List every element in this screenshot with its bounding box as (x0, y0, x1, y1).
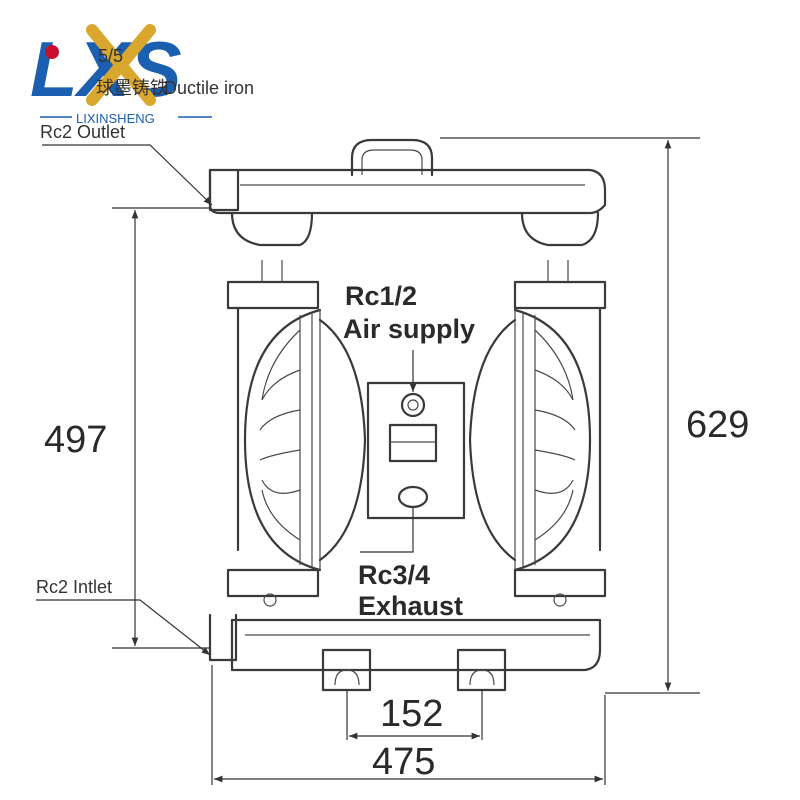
callout-leaders (36, 144, 417, 656)
air-supply-size-label: Rc1/2 (345, 281, 417, 311)
material-en: Ductile iron (164, 78, 254, 98)
outlet-leader (42, 144, 213, 206)
outlet-manifold (208, 168, 607, 215)
height-ports-value: 497 (44, 419, 107, 461)
lifting-handle (350, 138, 434, 177)
exhaust-port (397, 485, 429, 509)
inlet-port (208, 613, 238, 662)
left-diaphragm-chamber (243, 308, 322, 572)
width-total-value: 475 (372, 741, 435, 783)
valve-label-plate (388, 423, 438, 463)
outlet-label: Rc2 Outlet (40, 122, 125, 142)
right-lower-flange (513, 568, 607, 598)
height-total-value: 629 (686, 404, 749, 446)
brand-logo: LXS 5/5 球墨铸铁 Ductile iron LIXINSHENG (30, 24, 254, 126)
right-upper-flange (513, 280, 607, 310)
air-valve-block (366, 381, 466, 520)
pump-body (208, 138, 607, 692)
inlet-label: Rc2 Intlet (36, 577, 112, 597)
exhaust-leader (360, 508, 414, 553)
logo-x-accent (86, 24, 156, 106)
logo-red-dot (45, 45, 59, 59)
outlet-port (208, 168, 240, 212)
right-diaphragm-chamber (513, 308, 592, 572)
inlet-manifold (230, 618, 602, 672)
exhaust-label: Exhaust (358, 591, 463, 621)
foot-spacing-value: 152 (380, 693, 443, 735)
air-supply-port (400, 392, 426, 418)
model-code: 5/5 (98, 46, 123, 66)
material-cn: 球墨铸铁 (96, 78, 168, 98)
left-lower-flange (226, 568, 320, 598)
air-supply-label: Air supply (343, 314, 475, 344)
dimension-lines (112, 137, 700, 785)
exhaust-size-label: Rc3/4 (358, 560, 430, 590)
left-upper-flange (226, 280, 320, 310)
left-foot (321, 648, 372, 692)
right-foot (456, 648, 507, 692)
inlet-leader (36, 599, 211, 656)
logo-subtitle: LIXINSHENG (76, 111, 155, 126)
